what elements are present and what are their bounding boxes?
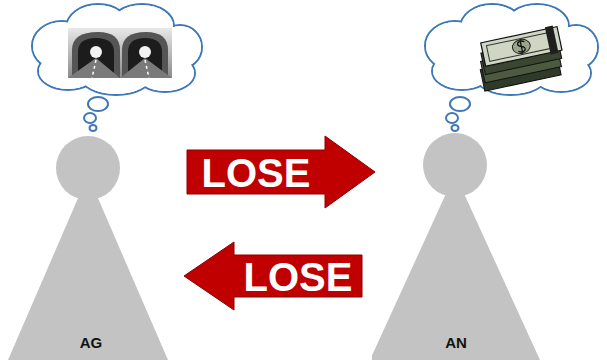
figure-head bbox=[423, 133, 487, 197]
figure-shape bbox=[372, 125, 540, 360]
cloud-fill bbox=[426, 5, 597, 94]
figure-head bbox=[56, 136, 120, 200]
block-arrow bbox=[187, 136, 375, 208]
tunnel-picture bbox=[68, 28, 172, 78]
figure-label: AN bbox=[372, 335, 540, 352]
figure-body bbox=[372, 183, 540, 360]
money-stack bbox=[474, 25, 567, 91]
thought-bubbles bbox=[446, 97, 470, 131]
person-figure: AG bbox=[0, 125, 182, 360]
thought-cloud bbox=[32, 4, 202, 95]
thought-cloud bbox=[425, 4, 598, 95]
block-arrow bbox=[184, 242, 362, 310]
figure-label: AG bbox=[0, 335, 182, 352]
figure-body bbox=[8, 185, 168, 360]
figure-shape bbox=[0, 125, 182, 360]
arrow-label: LOSE bbox=[234, 257, 362, 297]
cloud-fill bbox=[33, 5, 201, 94]
thought-bubbles bbox=[84, 97, 108, 131]
person-figure: AN bbox=[372, 125, 540, 360]
arrow-label: LOSE bbox=[187, 153, 325, 193]
